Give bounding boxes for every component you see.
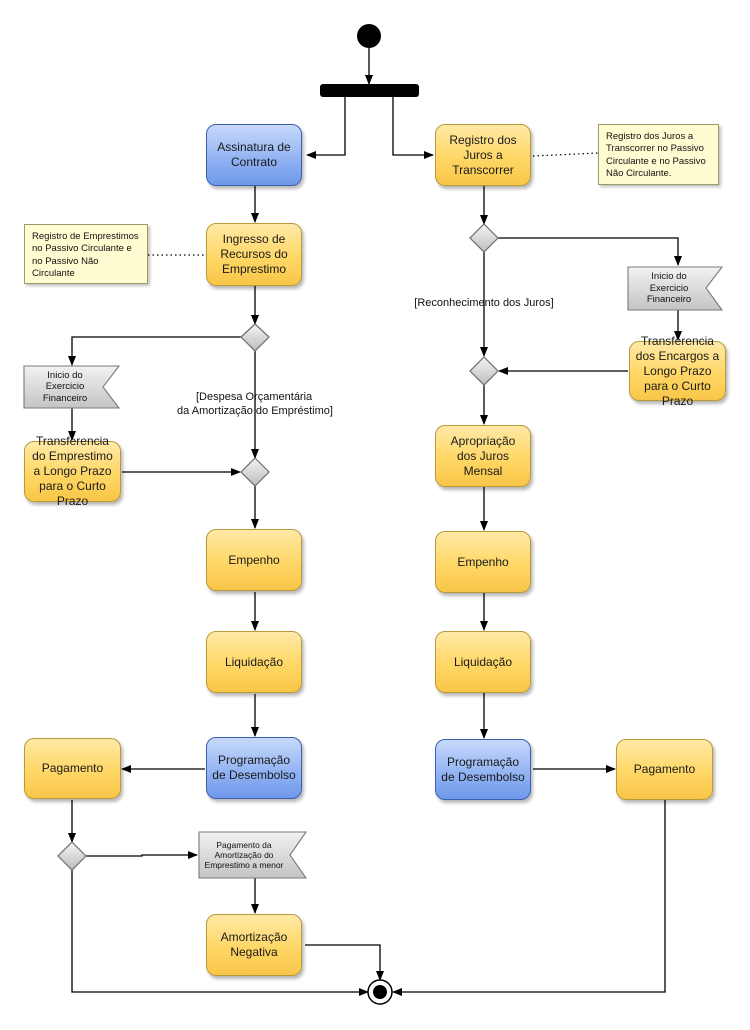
action-programacao-left: Programação de Desembolso (206, 737, 302, 799)
flag-pagamento-shape (198, 831, 308, 879)
guard-reconhecimento: [Reconhecimento dos Juros] (414, 297, 554, 309)
action-transferencia-emprestimo: Transferencia do Emprestimo a Longo Praz… (24, 434, 121, 508)
edge-amortizacao-final (305, 944, 384, 981)
edge-decision-inicio-left (68, 336, 241, 366)
start-node (357, 24, 381, 48)
decision-right-1 (469, 223, 499, 253)
flag-inicio-right-label: Inicio do Exercicio Financeiro (646, 271, 692, 306)
decision-left-2 (57, 841, 87, 871)
action-empenho-left: Empenho (206, 529, 302, 591)
flag-pagamento-label: Pagamento da Amortização do Emprestimo a… (204, 839, 284, 871)
merge-left-1 (240, 457, 270, 487)
action-ingresso-recursos: Ingresso de Recursos do Emprestimo (206, 223, 302, 286)
action-programacao-right: Programação de Desembolso (435, 739, 531, 800)
final-node-inner (373, 985, 387, 999)
flag-inicio-right-shape (627, 266, 724, 311)
action-transferencia-encargos: Transferencia dos Encargos a Longo Prazo… (629, 334, 726, 408)
action-empenho-right: Empenho (435, 531, 531, 593)
edge-pagamento-final (392, 800, 666, 996)
flag-inicio-left-shape (23, 365, 121, 409)
action-apropriacao-juros: Apropriação dos Juros Mensal (435, 425, 531, 487)
note-right: Registro dos Juros a Transcorrer no Pass… (598, 124, 719, 185)
edge-fork-assinatura (306, 97, 346, 159)
action-amortizacao-negativa: Amortização Negativa (206, 914, 302, 976)
action-registro-juros: Registro dos Juros a Transcorrer (435, 124, 531, 186)
edge-decision-final (71, 870, 369, 996)
guard-despesa-line2: da Amortização do Empréstimo] (177, 405, 333, 417)
action-liquidacao-right: Liquidação (435, 631, 531, 693)
decision-left-1 (240, 323, 270, 352)
action-pagamento-left: Pagamento (24, 738, 121, 799)
action-pagamento-right: Pagamento (616, 739, 713, 800)
note-left: Registro de Emprestimos no Passivo Circu… (24, 224, 148, 284)
edge-fork-registro (392, 97, 434, 159)
fork-bar (320, 84, 419, 97)
action-liquidacao-left: Liquidação (206, 631, 302, 693)
action-assinatura-contrato: Assinatura de Contrato (206, 124, 302, 186)
flag-inicio-left-label: Inicio do Exercicio Financeiro (42, 369, 88, 404)
note-connector-right (532, 152, 599, 157)
edge-decision-flag (85, 851, 198, 859)
edge-decision-inicio-right (498, 237, 682, 266)
merge-right-1 (469, 356, 499, 386)
guard-despesa-line1: [Despesa Orçamentária (196, 391, 313, 403)
